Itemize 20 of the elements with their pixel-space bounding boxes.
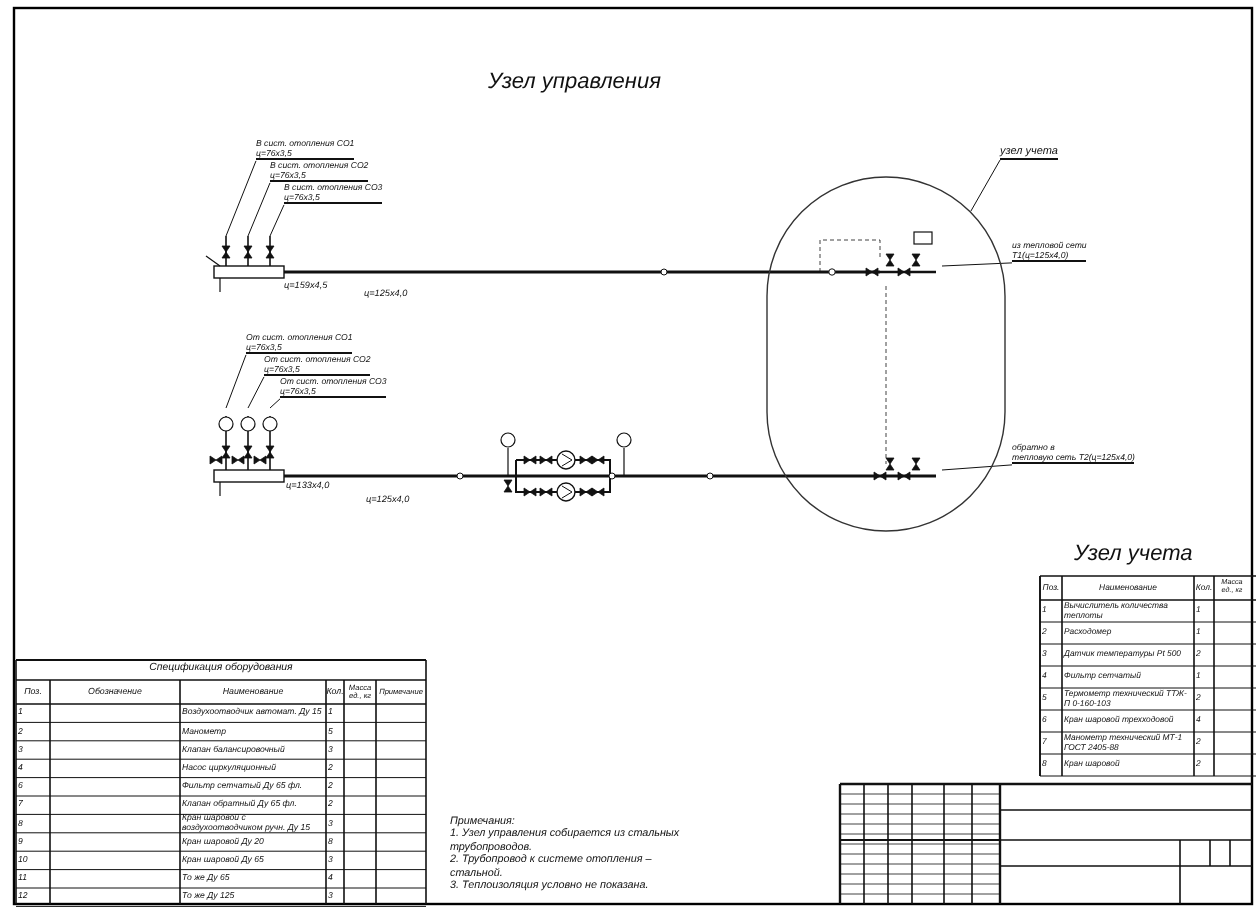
pipe-label: [256, 140, 355, 161]
table-heading: Узел учета: [1074, 544, 1193, 568]
pipe-label: [270, 162, 369, 183]
leader-line: [247, 376, 265, 409]
leader-line: [247, 182, 271, 237]
leader-line: [941, 464, 1013, 471]
drawing-title: Узел управления: [488, 72, 661, 96]
pipe-label: [284, 184, 383, 205]
metering-unit-outline: [766, 176, 1006, 532]
leader-line: [269, 398, 281, 409]
leader-line: [941, 262, 1013, 267]
pipe-label: [264, 356, 371, 377]
leader-line: [225, 160, 257, 237]
pipe-label: [280, 378, 387, 399]
leader-line: [225, 354, 247, 409]
pipe-label: [1012, 242, 1087, 263]
pipe-label: [1012, 444, 1135, 465]
leader-line: [970, 159, 1001, 212]
pipe-label: [246, 334, 353, 355]
leader-line: [269, 204, 285, 237]
